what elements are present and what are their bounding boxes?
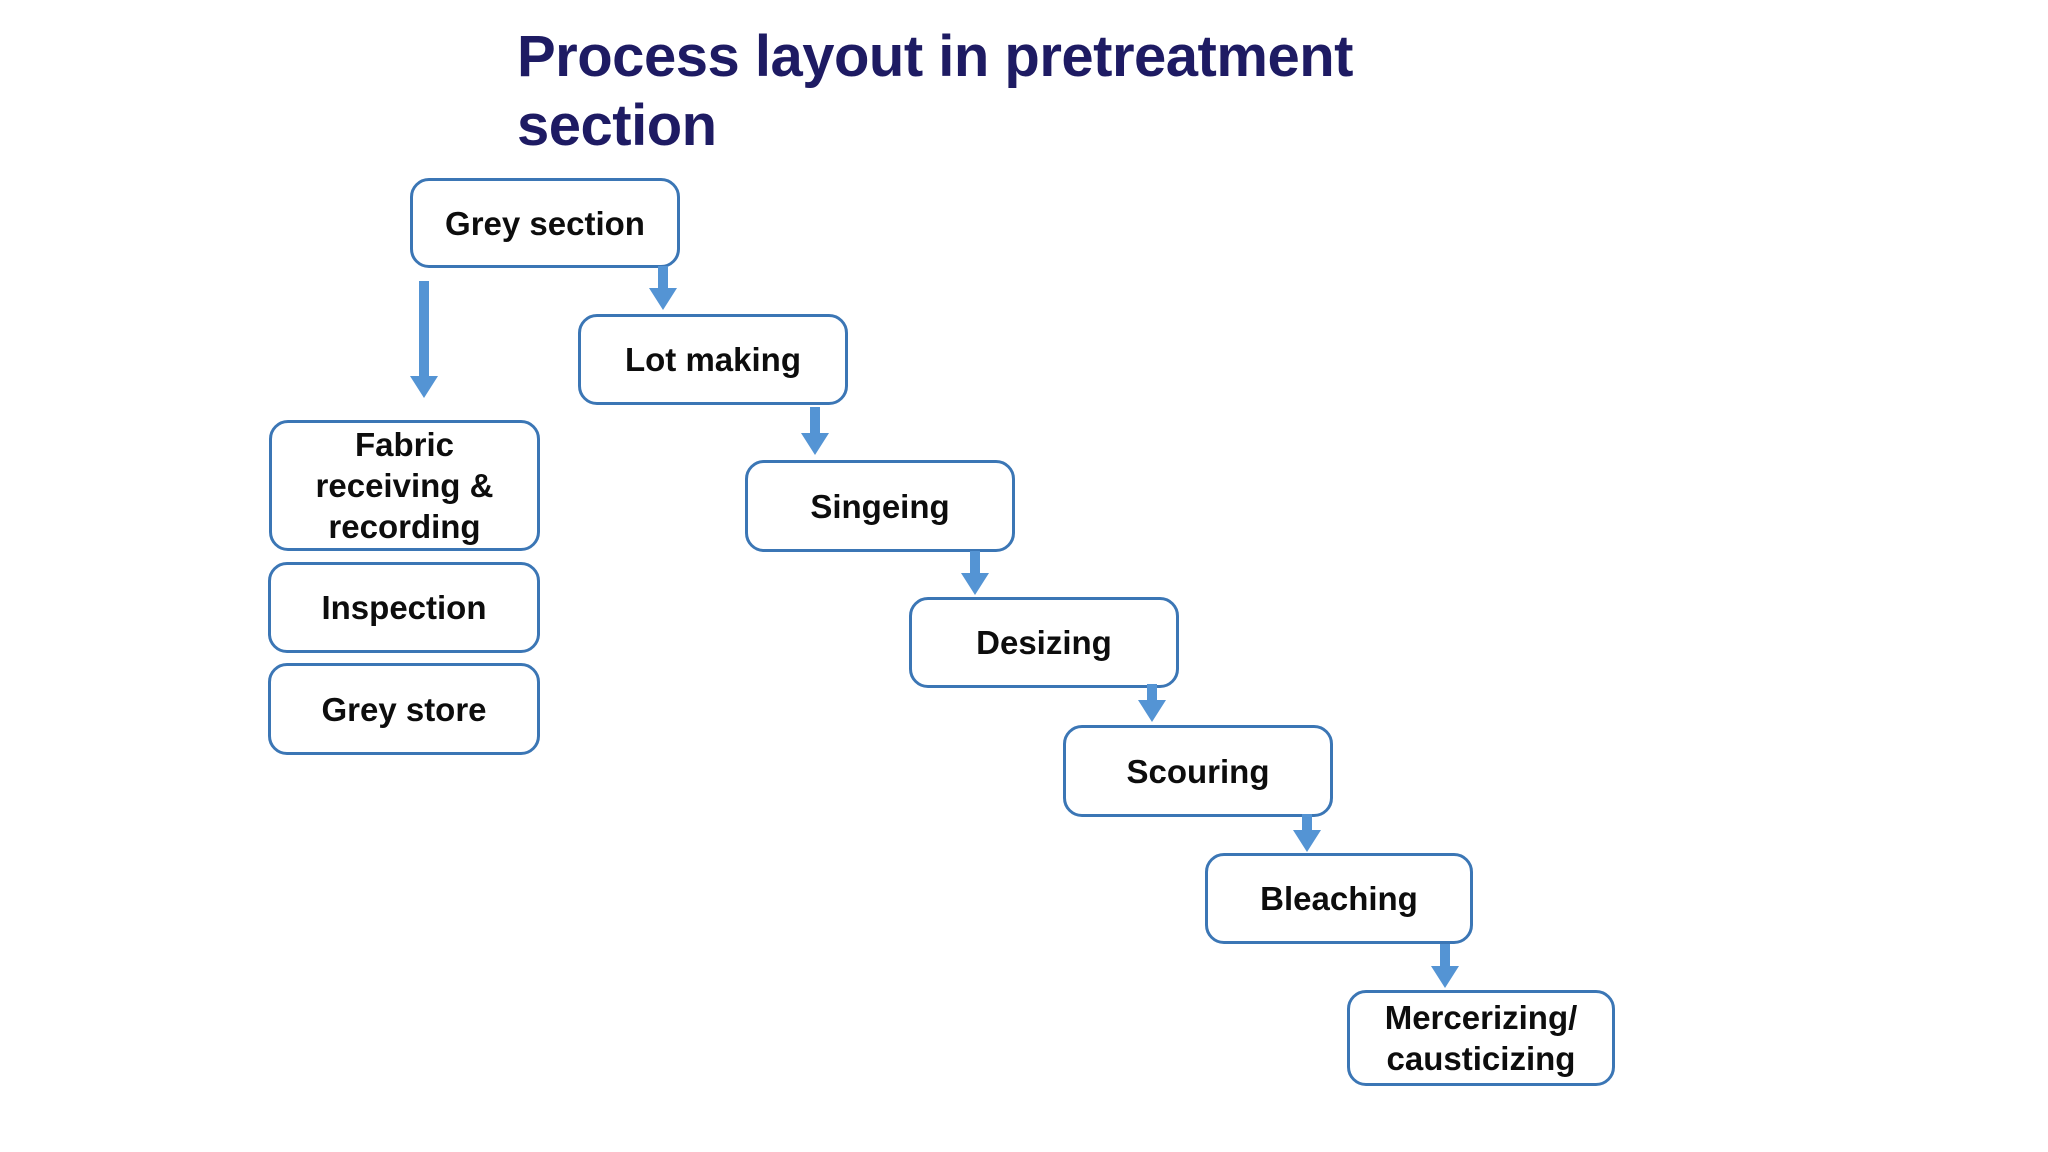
arrow-stem (1302, 814, 1312, 830)
arrow-head-icon (1138, 700, 1166, 722)
arrow-head-icon (410, 376, 438, 398)
arrow-head-icon (961, 573, 989, 595)
node-bleaching: Bleaching (1205, 853, 1473, 944)
arrow-grey-section-to-fabric-receiving (407, 281, 441, 398)
arrow-head-icon (649, 288, 677, 310)
node-mercerizing: Mercerizing/ causticizing (1347, 990, 1615, 1086)
node-singeing: Singeing (745, 460, 1015, 552)
arrow-desizing-to-scouring (1135, 684, 1169, 722)
arrow-scouring-to-bleaching (1290, 814, 1324, 852)
arrow-head-icon (801, 433, 829, 455)
node-fabric-receiving: Fabric receiving & recording (269, 420, 540, 551)
arrow-stem (810, 407, 820, 433)
node-grey-store: Grey store (268, 663, 540, 755)
arrow-lot-making-to-singeing (798, 407, 832, 455)
page-title: Process layout in pretreatment section (517, 24, 1353, 158)
arrow-stem (419, 281, 429, 376)
arrow-grey-section-to-lot-making (646, 266, 680, 310)
node-inspection: Inspection (268, 562, 540, 653)
node-lot-making: Lot making (578, 314, 848, 405)
node-desizing: Desizing (909, 597, 1179, 688)
node-grey-section: Grey section (410, 178, 680, 268)
arrow-bleaching-to-mercerizing (1428, 944, 1462, 988)
arrow-stem (658, 266, 668, 288)
arrow-head-icon (1431, 966, 1459, 988)
arrow-singeing-to-desizing (958, 551, 992, 595)
node-scouring: Scouring (1063, 725, 1333, 817)
arrow-stem (1440, 944, 1450, 966)
arrow-stem (1147, 684, 1157, 700)
arrow-head-icon (1293, 830, 1321, 852)
arrow-stem (970, 551, 980, 573)
